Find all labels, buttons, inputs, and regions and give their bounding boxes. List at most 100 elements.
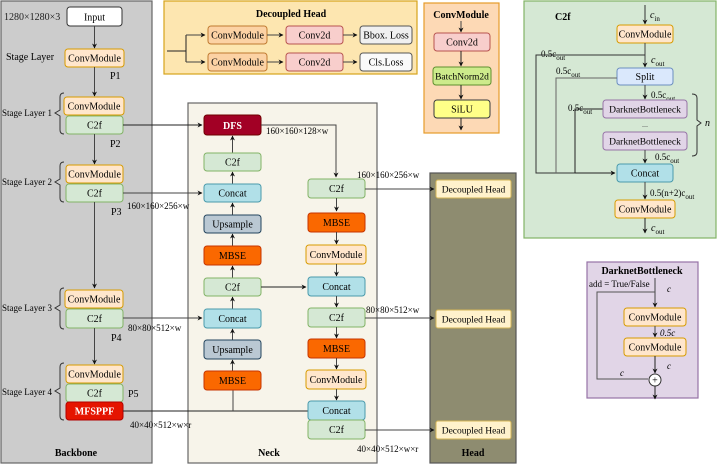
svg-text:Decoupled Head: Decoupled Head [442, 427, 506, 437]
neck-c2f-out2[interactable]: C2f [307, 307, 366, 328]
c2f-bottleneck-n[interactable]: DarknetBottleneck [602, 131, 688, 151]
neck-convmodule-2[interactable]: ConvModule [305, 369, 367, 390]
add-label: add = True/False [589, 279, 650, 289]
c2f-convmodule-out[interactable]: ConvModule [614, 199, 676, 219]
decoupled-head-2[interactable]: Decoupled Head [435, 309, 512, 329]
stage-layer-1-label: Stage Layer 1 [2, 108, 52, 118]
cm-batchnorm2d[interactable]: BatchNorm2d [432, 66, 492, 86]
head-title: Head [462, 448, 485, 459]
svg-text:C2f: C2f [225, 158, 241, 169]
svg-text:C2f: C2f [87, 314, 103, 325]
skip-connector-3 [574, 108, 603, 173]
neck-concat-1[interactable]: Concat [203, 183, 262, 203]
svg-text:ConvModule: ConvModule [619, 30, 672, 41]
svg-text:MFSPPF: MFSPPF [75, 407, 114, 418]
stage2-c2f[interactable]: C2f [65, 183, 124, 203]
stage4-convmodule[interactable]: ConvModule [65, 364, 124, 384]
neck-concat-out3[interactable]: Concat [307, 400, 366, 421]
decoupled-panel-title: Decoupled Head [256, 9, 327, 20]
brace-icon [54, 362, 65, 421]
c-out-final-label: cout [651, 223, 664, 236]
p4-label: P4 [111, 333, 122, 344]
neck-mbse-out2[interactable]: MBSE [307, 338, 366, 359]
svg-text:Conv2d: Conv2d [299, 58, 331, 69]
neck-concat-2[interactable]: Concat [203, 308, 262, 329]
svg-text:C2f: C2f [87, 121, 103, 132]
c2f-concat[interactable]: Concat [616, 163, 674, 183]
neck-title: Neck [258, 448, 280, 459]
cm-silu[interactable]: SiLU [433, 99, 491, 119]
c-label-residual: c [620, 368, 624, 378]
stage1-convmodule[interactable]: ConvModule [63, 96, 125, 116]
stage3-c2f[interactable]: C2f [65, 308, 124, 329]
c-in-label: cin [650, 10, 660, 23]
plus-icon: + [652, 376, 658, 387]
bbox-loss-box[interactable]: Bbox. Loss [359, 25, 413, 45]
dh-convmodule-bbox[interactable]: ConvModule [207, 25, 268, 45]
dh-conv2d-bbox[interactable]: Conv2d [285, 25, 344, 45]
stage-layer-4-label: Stage Layer 4 [2, 387, 52, 397]
neck-c2f-1[interactable]: C2f [203, 152, 262, 172]
neck-concat-out2[interactable]: Concat [307, 276, 366, 297]
decoupled-head-3[interactable]: Decoupled Head [435, 420, 512, 440]
svg-text:Decoupled Head: Decoupled Head [442, 186, 506, 196]
neck-upsample-2[interactable]: Upsample [203, 339, 262, 360]
svg-text:BatchNorm2d: BatchNorm2d [435, 73, 489, 83]
svg-text:MBSE: MBSE [323, 344, 350, 355]
neck-mbse-1[interactable]: MBSE [203, 245, 262, 266]
c2f-bottleneck-1[interactable]: DarknetBottleneck [602, 99, 688, 119]
c-label-in: c [667, 284, 671, 294]
db-convmodule-2[interactable]: ConvModule [623, 337, 687, 357]
neck-mbse-2[interactable]: MBSE [203, 370, 262, 391]
concat-out-label: 0.5(n+2)cout [650, 188, 694, 201]
svg-text:Concat: Concat [322, 406, 351, 417]
input-size-label: 1280×1280×3 [4, 12, 60, 23]
svg-text:MBSE: MBSE [219, 376, 246, 387]
svg-text:ConvModule: ConvModule [310, 375, 363, 386]
svg-text:ConvModule: ConvModule [68, 170, 121, 181]
add-node: + [648, 373, 662, 387]
connector-dfs-c2f [261, 124, 339, 178]
dh-convmodule-cls[interactable]: ConvModule [207, 52, 268, 72]
c2f-panel-title: C2f [555, 12, 571, 23]
svg-text:Split: Split [636, 72, 655, 83]
neck-c2f-2[interactable]: C2f [203, 277, 262, 297]
svg-text:Concat: Concat [631, 169, 660, 180]
neck-convmodule-1[interactable]: ConvModule [305, 244, 367, 265]
dim-p5-label: 40×40×512×w×r [130, 420, 191, 430]
half-cout-label-2: 0.5cout [556, 66, 580, 79]
neck-mbse-out1[interactable]: MBSE [307, 212, 366, 233]
svg-text:Upsample: Upsample [212, 345, 253, 356]
cm-conv2d[interactable]: Conv2d [433, 32, 491, 52]
dfs-box[interactable]: DFS [203, 114, 262, 136]
stage2-convmodule[interactable]: ConvModule [65, 164, 124, 184]
neck-c2f-out1[interactable]: C2f [307, 178, 366, 199]
c2f-convmodule-in[interactable]: ConvModule [616, 24, 674, 44]
svg-text:C2f: C2f [329, 184, 345, 195]
neck-c2f-out3[interactable]: C2f [307, 419, 366, 440]
mfsppf-box[interactable]: MFSPPF [65, 401, 124, 421]
dh-conv2d-cls[interactable]: Conv2d [285, 52, 344, 72]
cls-loss-box[interactable]: Cls.Loss [359, 52, 413, 72]
input-box[interactable]: Input [66, 6, 123, 27]
p3-label: P3 [111, 207, 122, 218]
svg-text:Input: Input [84, 13, 105, 24]
db-convmodule-1[interactable]: ConvModule [623, 307, 687, 327]
half-cout-label-5: 0.5cout [655, 152, 679, 165]
neck-upsample-1[interactable]: Upsample [203, 214, 262, 234]
stage4-c2f[interactable]: C2f [65, 383, 124, 403]
svg-text:SiLU: SiLU [451, 105, 473, 116]
stage1-c2f[interactable]: C2f [65, 115, 124, 135]
svg-text:Cls.Loss: Cls.Loss [369, 58, 404, 69]
stage3-convmodule[interactable]: ConvModule [64, 289, 124, 309]
svg-text:ConvModule: ConvModule [68, 54, 121, 65]
c2f-split[interactable]: Split [616, 67, 674, 86]
c-label-mid: c [667, 361, 671, 371]
dim-out3-label: 40×40×512×w×r [357, 444, 418, 454]
decoupled-head-1[interactable]: Decoupled Head [435, 179, 512, 199]
backbone-title: Backbone [55, 448, 98, 459]
brace-icon [54, 92, 65, 135]
svg-text:ConvModule: ConvModule [619, 205, 672, 216]
stem-convmodule[interactable]: ConvModule [64, 48, 125, 68]
